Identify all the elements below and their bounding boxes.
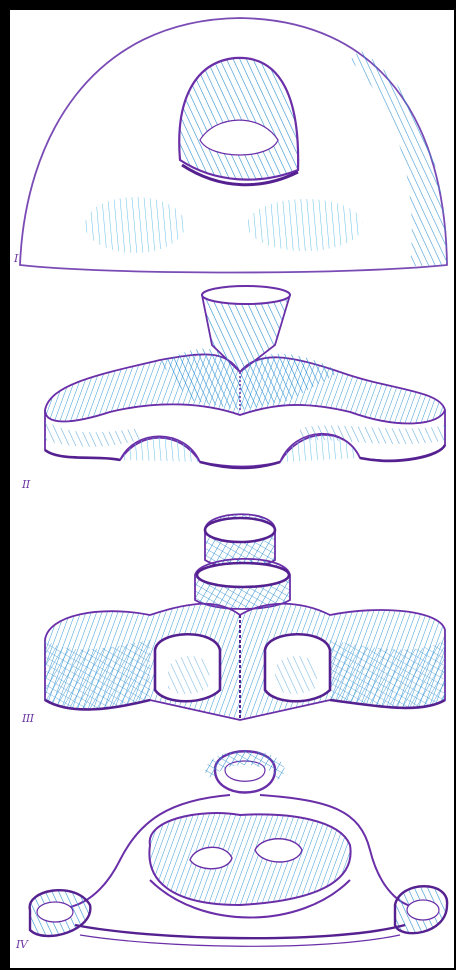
panel-4-label: IV bbox=[16, 938, 27, 951]
panel-1-surface bbox=[20, 18, 447, 273]
panel-3-label: III bbox=[22, 712, 34, 725]
panel-4-surface bbox=[30, 751, 447, 947]
panel-1-label: I bbox=[14, 252, 18, 265]
panel-2-label: II bbox=[22, 478, 30, 491]
panel-2-surface bbox=[45, 286, 445, 468]
panel-3-surface bbox=[45, 514, 445, 720]
